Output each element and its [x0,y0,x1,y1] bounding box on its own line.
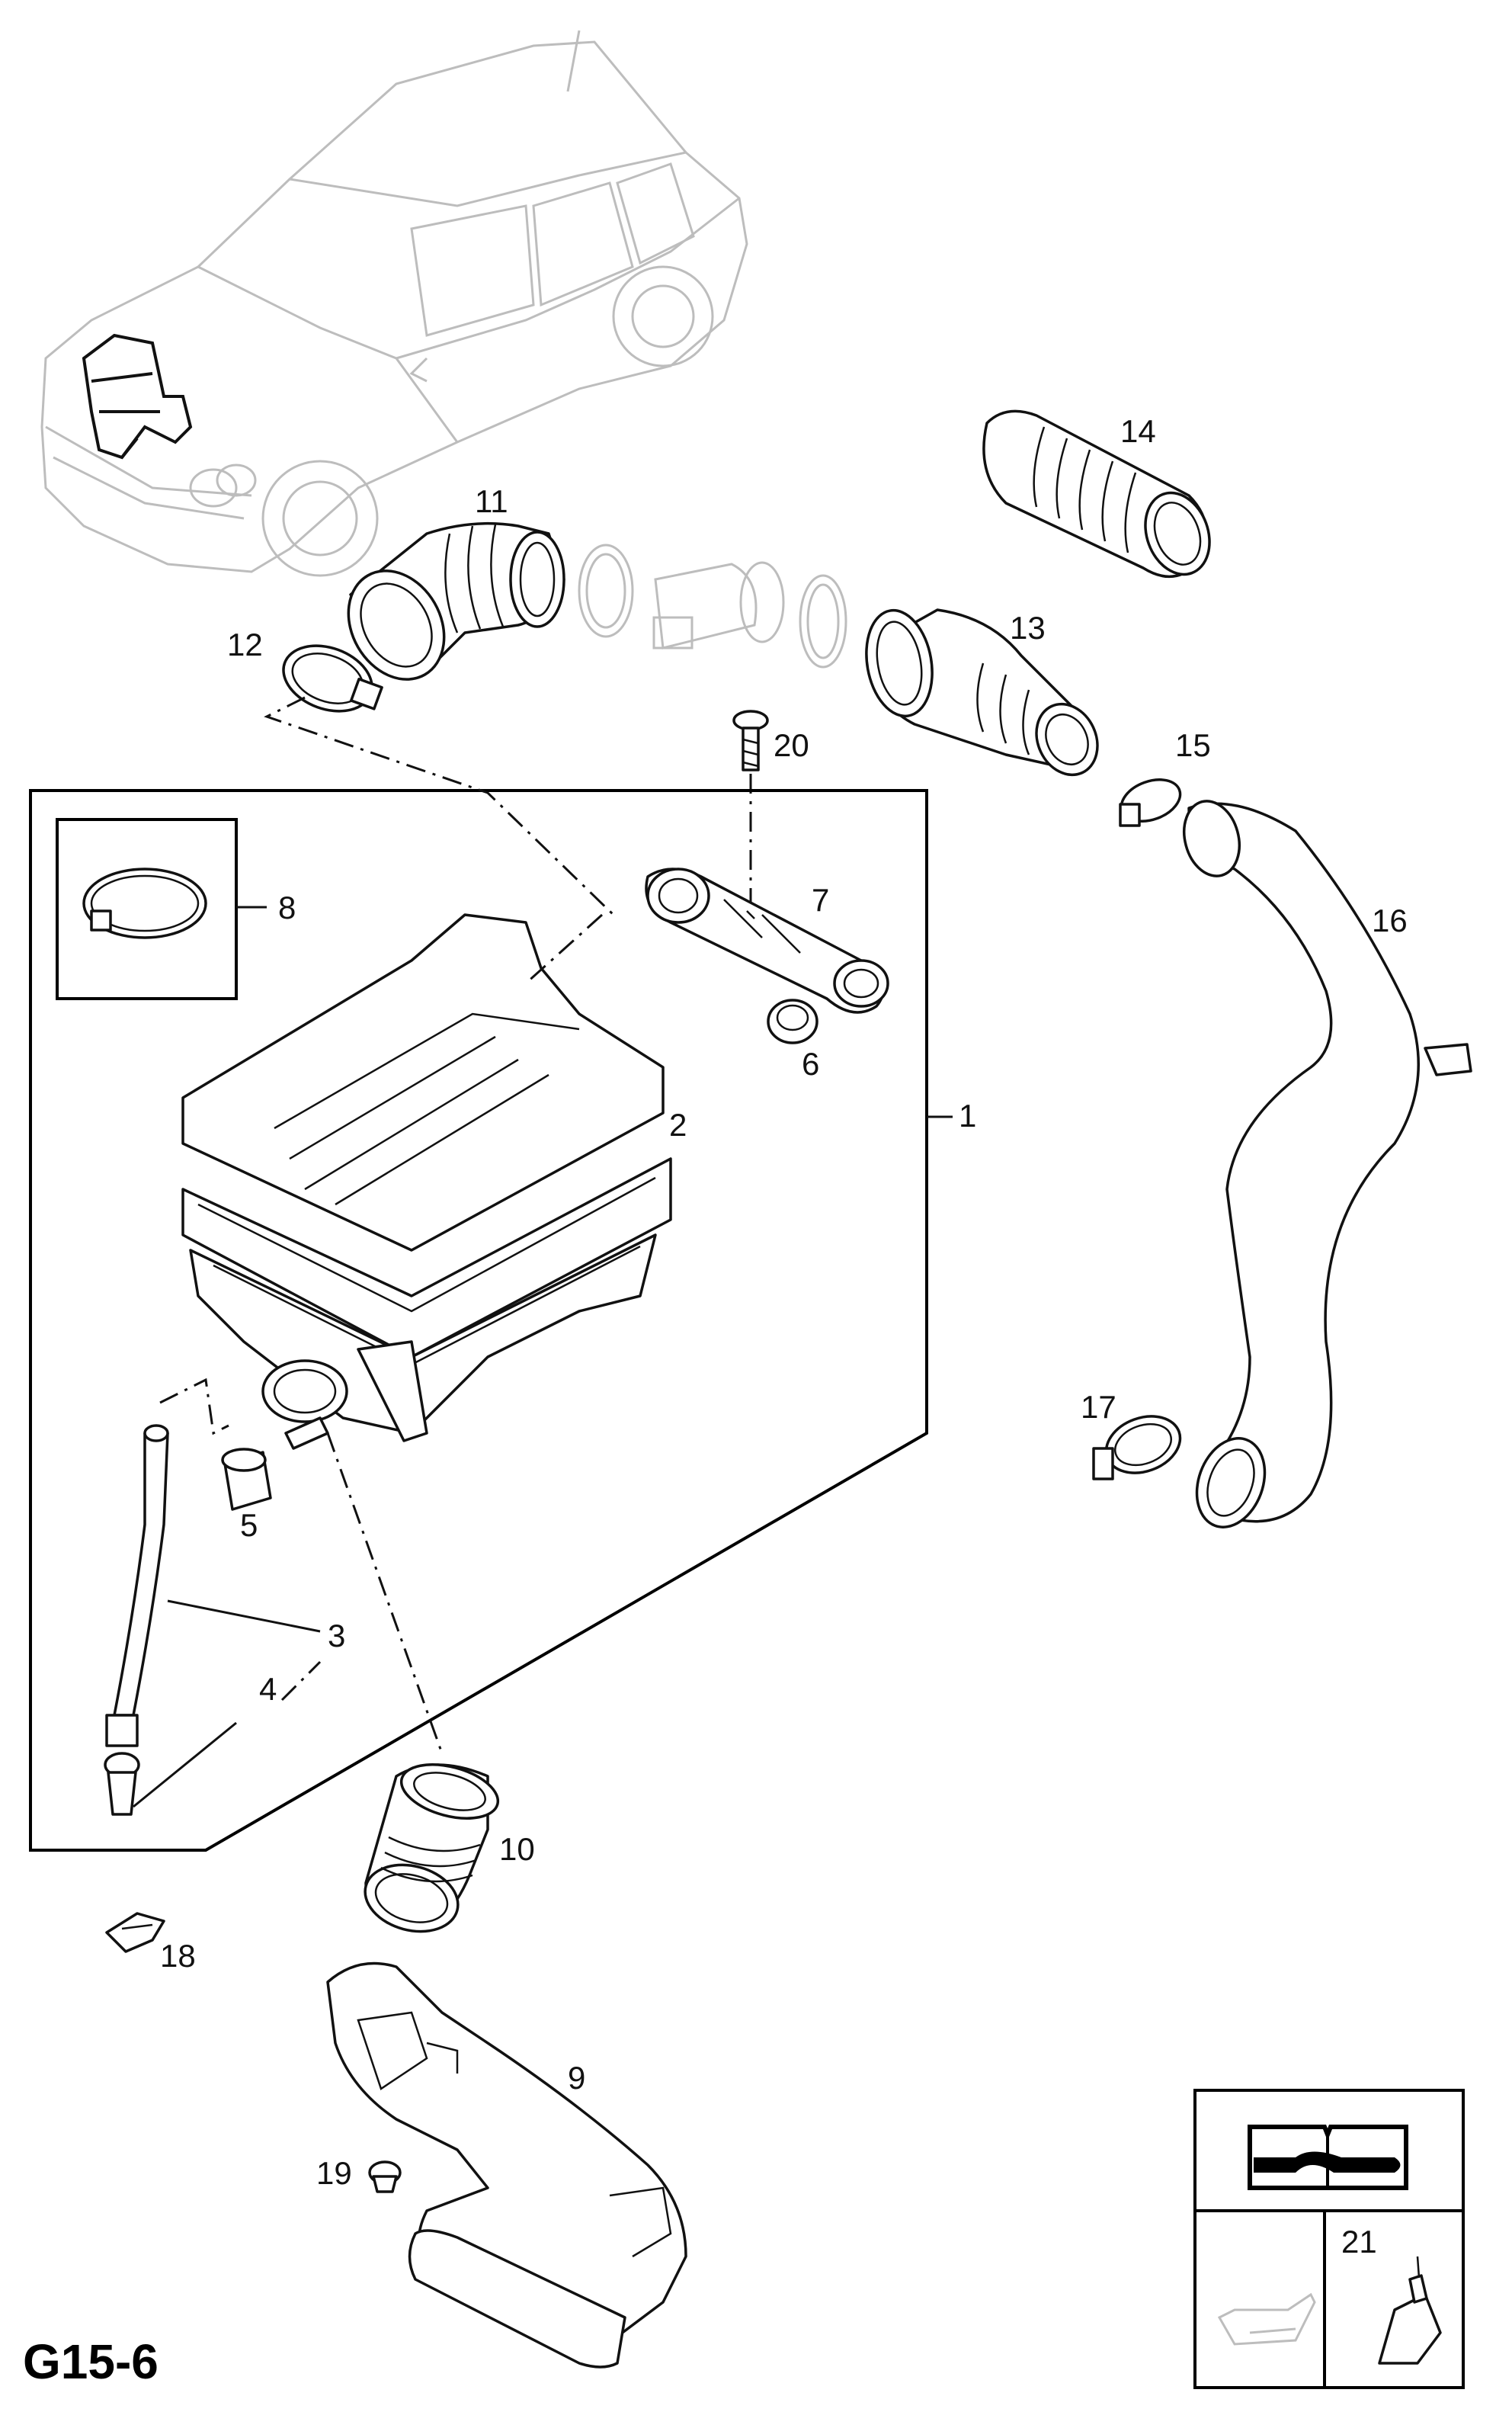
callout-18: 18 [160,1938,196,1974]
small-nozzle [284,1416,329,1450]
part-16-air-hose [1183,800,1472,1528]
adhesive-tube-icon [1378,2256,1442,2365]
callout-19: 19 [316,2155,352,2191]
callout-20: 20 [774,727,809,763]
callout-4: 4 [259,1671,277,1707]
symbol-legend-box [1193,2089,1465,2389]
oil-can-icon [1217,2292,1316,2346]
callout-11: 11 [475,483,508,519]
assembly-lines [159,696,615,1754]
callout-10: 10 [499,1831,535,1867]
callout-6: 6 [802,1046,819,1082]
callout-14: 14 [1120,413,1156,449]
part-9-intake-snorkel [326,1961,687,2369]
callout-15: 15 [1175,727,1211,763]
part-13-resonator-hose [865,608,1099,777]
callout-9: 9 [568,2060,585,2096]
callout-12: 12 [227,627,263,662]
part-4-drain-valve [104,1752,140,1816]
callout-1: 1 [959,1098,976,1134]
part-14-corrugated-intake-hose [982,409,1211,578]
part-18-clip [105,1912,165,1953]
callout-labels: 1 2 3 4 5 6 7 8 9 10 11 12 13 14 15 16 1… [160,413,1408,2260]
callout-3: 3 [328,1618,345,1653]
part-3-drain-hose [105,1424,169,1747]
inset-part-8-clamp [56,818,267,1000]
service-manual-icon [1248,2125,1408,2190]
callout-8: 8 [278,890,296,925]
part-19-plug [368,2160,402,2193]
ghost-airflow-sensor [578,544,847,669]
callout-16: 16 [1372,903,1408,938]
callout-2: 2 [669,1107,687,1143]
callout-7: 7 [812,882,829,918]
part-7-bracket [645,868,889,1014]
callout-5: 5 [240,1507,258,1543]
part-2-air-cleaner-housing [181,913,672,1442]
part-20-screw [732,710,769,911]
diagram-code: G15-6 [23,2334,159,2389]
air-cleaner-outlet [261,1359,348,1423]
part-17-hose-clamp [1092,1415,1182,1480]
part-10-hose [364,1763,500,1933]
part-6-grommet [767,999,818,1044]
part-5-cap [221,1448,272,1511]
callout-17: 17 [1081,1389,1116,1425]
vehicle-locator-illustration [40,30,748,577]
callout-13: 13 [1010,610,1046,646]
assembly-frame-part-1 [29,789,953,1852]
part-12-hose-clamp [282,644,383,713]
part-11-intake-duct [347,521,565,681]
callout-21: 21 [1341,2224,1377,2260]
leader-lines [133,1599,321,1808]
part-15-hose-clamp [1119,778,1182,827]
